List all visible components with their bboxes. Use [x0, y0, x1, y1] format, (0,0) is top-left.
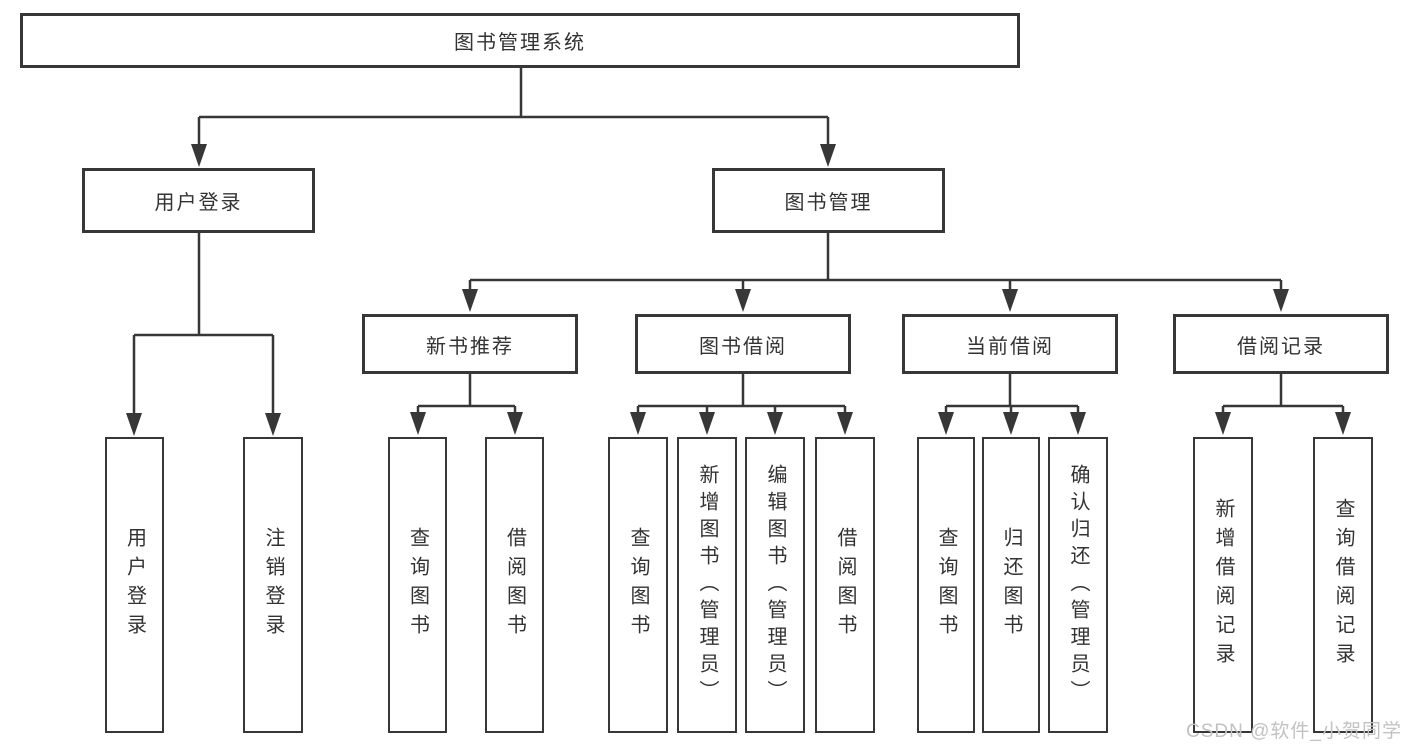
leaf-confirm-return-admin-label: 确认归还（管理员） [1067, 463, 1089, 707]
leaf-query-books-1: 查询图书 [388, 437, 447, 733]
leaf-confirm-return-admin: 确认归还（管理员） [1048, 437, 1108, 733]
node-new-book-recommend-label: 新书推荐 [426, 335, 514, 358]
node-current-borrow-label: 当前借阅 [966, 335, 1054, 358]
node-current-borrow: 当前借阅 [902, 314, 1118, 374]
node-borrow-records-label: 借阅记录 [1237, 335, 1325, 358]
leaf-borrow-books-1-label: 借阅图书 [503, 527, 526, 643]
node-root-label: 图书管理系统 [454, 32, 586, 54]
leaf-user-login: 用户登录 [105, 437, 164, 733]
leaf-borrow-books-2: 借阅图书 [815, 437, 875, 733]
leaf-query-books-1-label: 查询图书 [406, 527, 429, 643]
leaf-borrow-books-2-label: 借阅图书 [834, 527, 856, 643]
leaf-query-borrow-record: 查询借阅记录 [1313, 437, 1373, 733]
node-book-management-label: 图书管理 [784, 192, 873, 214]
leaf-add-borrow-record: 新增借阅记录 [1193, 437, 1253, 733]
leaf-logout-login-label: 注销登录 [262, 527, 284, 643]
leaf-query-books-3-label: 查询图书 [935, 527, 957, 643]
leaf-query-books-2-label: 查询图书 [627, 527, 649, 643]
leaf-add-borrow-record-label: 新增借阅记录 [1212, 498, 1234, 672]
csdn-watermark: CSDN @软件_小贺同学 [1186, 721, 1402, 742]
leaf-edit-books-admin-label: 编辑图书（管理员） [764, 463, 786, 707]
leaf-user-login-label: 用户登录 [123, 527, 146, 643]
node-book-borrow: 图书借阅 [635, 314, 851, 374]
node-book-borrow-label: 图书借阅 [699, 335, 787, 358]
leaf-return-books: 归还图书 [982, 437, 1040, 733]
leaf-edit-books-admin: 编辑图书（管理员） [745, 437, 805, 733]
node-root: 图书管理系统 [20, 13, 1020, 68]
leaf-query-books-2: 查询图书 [608, 437, 668, 733]
leaf-return-books-label: 归还图书 [1000, 527, 1022, 643]
node-book-management: 图书管理 [712, 168, 945, 233]
leaf-query-books-3: 查询图书 [917, 437, 975, 733]
leaf-query-borrow-record-label: 查询借阅记录 [1332, 498, 1354, 672]
node-borrow-records: 借阅记录 [1173, 314, 1389, 374]
leaf-borrow-books-1: 借阅图书 [485, 437, 544, 733]
node-user-login-label: 用户登录 [154, 192, 243, 214]
leaf-add-books-admin-label: 新增图书（管理员） [696, 463, 718, 707]
leaf-logout-login: 注销登录 [243, 437, 303, 733]
leaf-add-books-admin: 新增图书（管理员） [677, 437, 737, 733]
node-new-book-recommend: 新书推荐 [362, 314, 578, 374]
node-user-login: 用户登录 [82, 168, 315, 233]
